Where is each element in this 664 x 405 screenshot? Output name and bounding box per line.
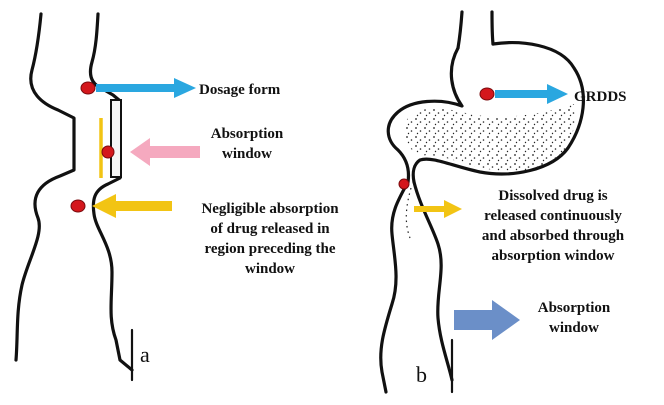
absorption-window-arrow xyxy=(130,138,200,166)
intestine-b-left-wall xyxy=(381,182,408,392)
label-absorption-window-line2: window xyxy=(222,146,272,162)
esophagus-right-wall xyxy=(492,12,493,44)
label-dissolved-line3: and absorbed through xyxy=(482,228,625,244)
label-negligible-line3: region preceding the xyxy=(204,241,335,257)
grdds-dot xyxy=(480,88,494,100)
label-negligible-line1: Negligible absorption xyxy=(201,201,339,217)
lumen-drug-trail xyxy=(406,188,411,238)
gastric-contents xyxy=(404,104,575,171)
label-negligible-line2: of drug released in xyxy=(210,221,330,237)
dosage-form-dot xyxy=(81,82,95,94)
esophagus-left-wall xyxy=(458,12,462,48)
label-dissolved-line1: Dissolved drug is xyxy=(498,188,607,204)
panel-a-letter: a xyxy=(140,342,150,367)
label-dissolved-line2: released continuously xyxy=(484,208,622,224)
intestine-left-wall xyxy=(16,14,74,360)
intestine-right-wall xyxy=(90,14,132,370)
label-dosage-form: Dosage form xyxy=(199,82,281,98)
preceding-drug-dot xyxy=(71,200,85,212)
released-drug-dot xyxy=(399,179,409,189)
panel-b: GRDDS Dissolved drug is released continu… xyxy=(381,12,627,392)
label-absorption-window-line1: Absorption xyxy=(211,126,284,142)
absorption-window-arrow-b xyxy=(454,300,520,340)
negligible-absorption-arrow xyxy=(92,194,172,218)
label-absorption-window-b-line2: window xyxy=(549,320,599,336)
label-absorption-window-b-line1: Absorption xyxy=(538,300,611,316)
window-drug-dot xyxy=(102,146,114,158)
label-grdds: GRDDS xyxy=(574,89,627,105)
label-negligible-line4: window xyxy=(245,261,295,277)
label-dissolved-line4: absorption window xyxy=(492,248,615,264)
panel-a: Dosage form Absorption window Negligible… xyxy=(16,14,339,380)
panel-b-letter: b xyxy=(416,362,427,387)
grdds-arrow xyxy=(495,84,568,104)
absorption-window-marker xyxy=(111,100,121,177)
